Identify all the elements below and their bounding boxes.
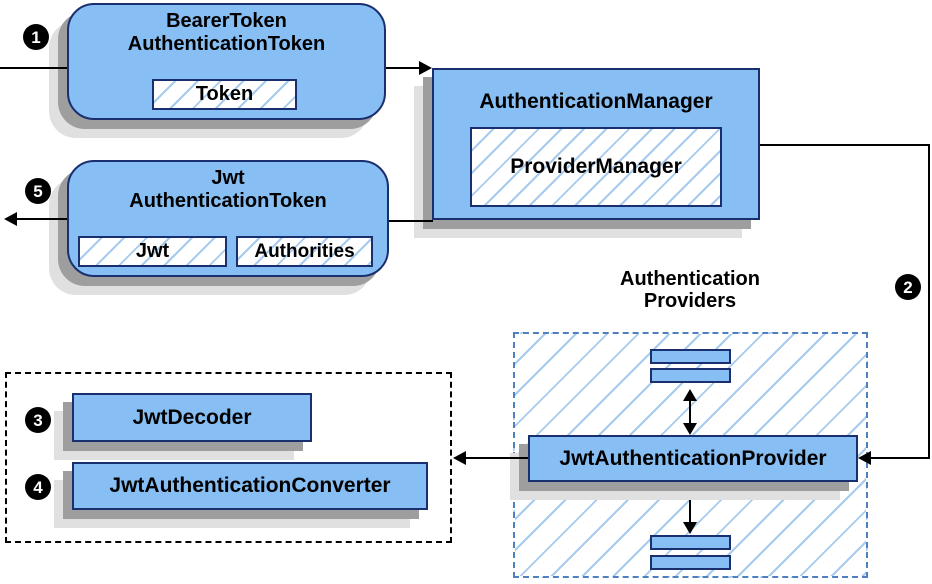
provider-stack-bar bbox=[650, 555, 731, 570]
step-5-badge: 5 bbox=[25, 178, 51, 204]
arrow-shaft bbox=[689, 398, 691, 426]
arrow-down-icon bbox=[683, 423, 697, 435]
arrow-left-icon bbox=[858, 451, 871, 465]
arrow-left-icon bbox=[453, 451, 466, 465]
jwt-token-title-line1: Jwt bbox=[211, 167, 245, 189]
provider-stack-bar bbox=[650, 368, 731, 383]
authentication-manager-title: AuthenticationManager bbox=[479, 90, 713, 113]
incoming-request-line bbox=[0, 67, 67, 69]
arrow-down-icon bbox=[683, 522, 697, 534]
manager-to-jwt-token-line bbox=[389, 220, 433, 222]
double-arrow-icon bbox=[683, 483, 697, 534]
step-1-badge: 1 bbox=[23, 24, 49, 50]
jwt-authentication-converter-box: JwtAuthenticationConverter bbox=[72, 462, 428, 510]
jwt-authentication-provider-label: JwtAuthenticationProvider bbox=[559, 446, 827, 470]
authorities-label: Authorities bbox=[254, 240, 355, 262]
provider-stack-bar bbox=[650, 535, 731, 550]
bearer-token-title-line1: BearerToken bbox=[166, 10, 287, 32]
authentication-providers-title-line1: Authentication bbox=[620, 268, 760, 290]
step-3-badge: 3 bbox=[25, 407, 51, 433]
jwt-token-title: Jwt AuthenticationToken bbox=[69, 162, 387, 213]
authentication-providers-title-line2: Providers bbox=[643, 290, 737, 312]
bearer-token-title: BearerToken AuthenticationToken bbox=[69, 5, 384, 56]
step-4-badge: 4 bbox=[25, 474, 51, 500]
authentication-manager-box: AuthenticationManager ProviderManager bbox=[432, 68, 760, 220]
jwt-authentication-provider-box: JwtAuthenticationProvider bbox=[528, 435, 858, 482]
jwt-decoder-label: JwtDecoder bbox=[132, 405, 252, 429]
token-inner-box: Token bbox=[152, 79, 297, 110]
arrow-up-icon bbox=[683, 389, 697, 401]
manager-to-provider-line-top bbox=[760, 144, 930, 146]
arrow-left-icon bbox=[4, 212, 17, 226]
jwt-decoder-box: JwtDecoder bbox=[72, 393, 312, 442]
manager-to-provider-line-bottom bbox=[871, 457, 930, 459]
token-label: Token bbox=[195, 83, 254, 105]
jwt-authentication-token-box: Jwt AuthenticationToken Jwt Authorities bbox=[67, 160, 389, 277]
outgoing-success-line bbox=[17, 218, 67, 220]
provider-manager-inner-box: ProviderManager bbox=[470, 127, 722, 207]
double-arrow-icon bbox=[683, 389, 697, 435]
jwt-token-title-line2: AuthenticationToken bbox=[129, 190, 327, 212]
jwt-label: Jwt bbox=[135, 240, 170, 262]
jwt-authentication-converter-label: JwtAuthenticationConverter bbox=[109, 474, 391, 497]
authorities-inner-box: Authorities bbox=[236, 236, 373, 267]
provider-manager-label: ProviderManager bbox=[510, 155, 682, 178]
jwt-inner-box: Jwt bbox=[78, 236, 227, 267]
arrow-right-icon bbox=[419, 61, 432, 75]
authentication-providers-title: Authentication Providers bbox=[565, 268, 815, 312]
arrow-up-icon bbox=[683, 483, 697, 495]
manager-to-provider-line-vertical bbox=[928, 144, 930, 458]
step-2-badge: 2 bbox=[895, 274, 921, 300]
bearer-token-title-line2: AuthenticationToken bbox=[127, 33, 326, 55]
arrow-shaft bbox=[689, 492, 691, 525]
provider-stack-bar bbox=[650, 349, 731, 364]
bearer-to-manager-line bbox=[386, 67, 420, 69]
provider-to-decoder-line bbox=[466, 457, 528, 459]
bearer-token-authentication-token-box: BearerToken AuthenticationToken Token bbox=[67, 3, 386, 120]
